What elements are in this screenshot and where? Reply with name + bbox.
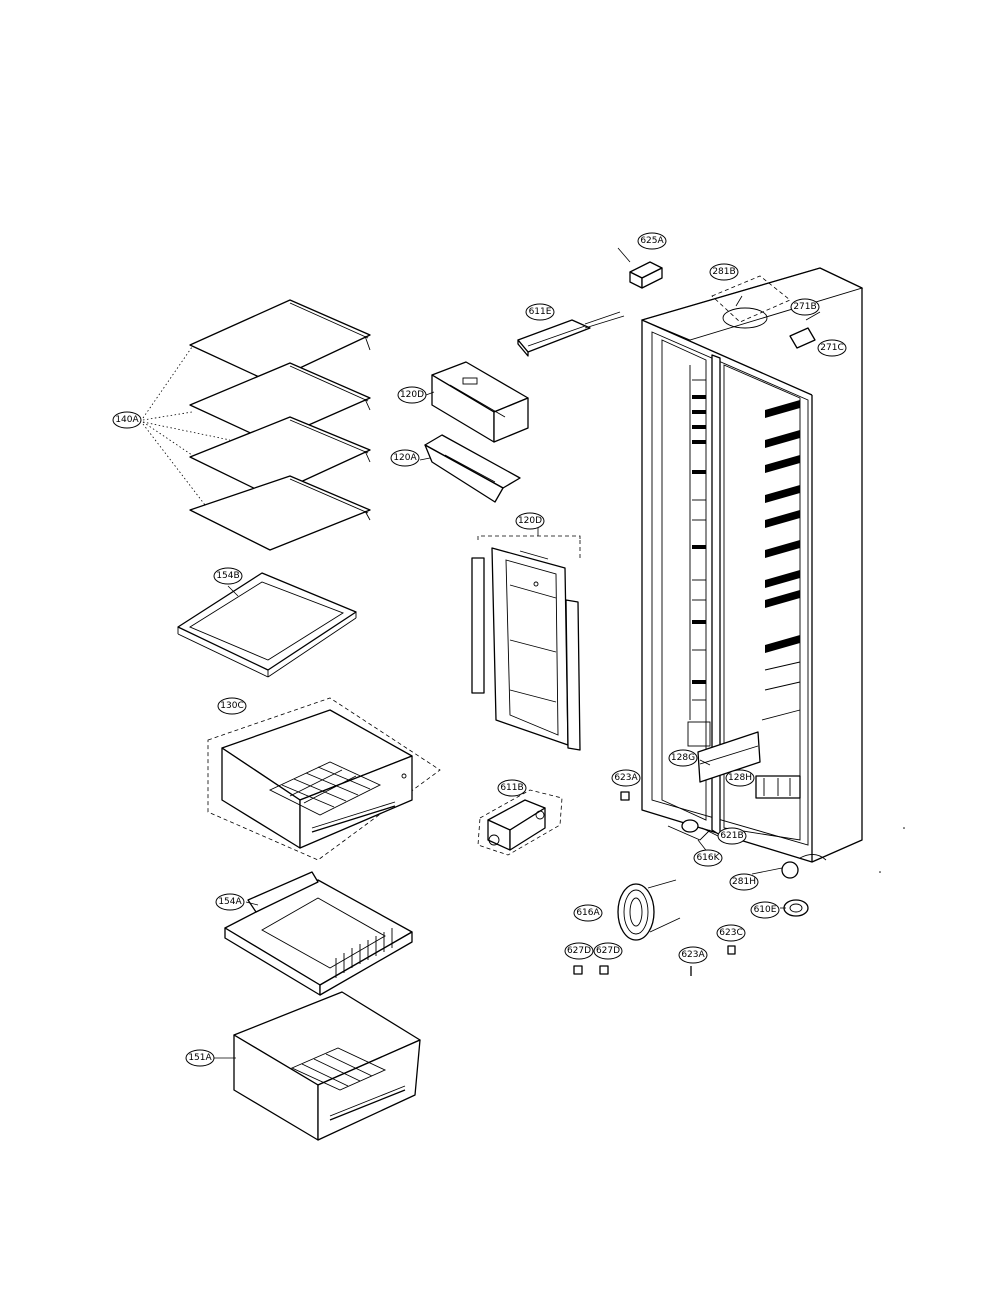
callout-label: 271C (820, 343, 843, 353)
glass-shelf (189, 416, 371, 497)
control-housing-120d (431, 361, 529, 443)
callout-label: 281H (732, 877, 756, 887)
glass-shelf (189, 299, 371, 383)
callout-label: 281B (712, 267, 735, 277)
callout-154a: 154A (215, 893, 245, 911)
callout-281b: 281B (709, 263, 739, 281)
callout-627d-left: 627D (564, 942, 594, 960)
cover-120a (424, 434, 521, 503)
clip-623c (727, 945, 736, 955)
callout-616k: 616K (693, 849, 723, 867)
scan-dot (879, 871, 881, 873)
callout-281h: 281H (729, 873, 759, 891)
fresh-food-rails (761, 400, 801, 721)
callout-label: 610E (754, 905, 777, 915)
drawer-cover-154a (224, 871, 413, 996)
callout-611e: 611E (525, 303, 555, 321)
clip-627d-left (573, 965, 583, 975)
crisper-drawer-130c (207, 697, 441, 861)
callout-label: 140A (115, 415, 139, 425)
tubing-coil-616a (617, 879, 681, 941)
callout-140a: 140A (112, 411, 142, 429)
callout-130c: 130C (217, 697, 247, 715)
callout-label: 623C (719, 928, 742, 938)
callout-label: 611B (500, 783, 523, 793)
callout-label: 154B (216, 571, 239, 581)
glass-shelves-group (142, 299, 371, 551)
drawer-grid (281, 766, 371, 808)
callout-label: 120A (393, 453, 417, 463)
scan-dot (903, 827, 905, 829)
callout-label: 625A (640, 236, 664, 246)
callout-120a: 120A (390, 449, 420, 467)
freezer-rails (687, 365, 711, 747)
callout-623c: 623C (716, 924, 746, 942)
callout-label: 120D (400, 390, 424, 400)
callout-label: 128H (728, 773, 752, 783)
callout-label: 611E (529, 307, 552, 317)
callout-label: 627D (567, 946, 591, 956)
bracket-625a (617, 247, 663, 289)
callout-label: 271B (793, 302, 816, 312)
callout-120d-top: 120D (397, 386, 427, 404)
callout-label: 130C (220, 701, 243, 711)
callout-616a: 616A (573, 904, 603, 922)
fitting-610e (783, 899, 809, 917)
bottom-rails-128g-128h (697, 731, 801, 799)
callout-label: 623A (681, 950, 705, 960)
callout-623a-top: 623A (611, 769, 641, 787)
clip-623a (620, 791, 630, 801)
callout-611b: 611B (497, 779, 527, 797)
callout-label: 151A (188, 1053, 212, 1063)
glass-shelf (189, 362, 371, 443)
callout-label: 616A (576, 908, 600, 918)
callout-151a: 151A (185, 1049, 215, 1067)
crisper-drawer-151a (233, 991, 421, 1141)
callout-label: 128G (671, 753, 695, 763)
callout-271c: 271C (817, 339, 847, 357)
shelf-frame-154b (177, 572, 357, 678)
callout-128h: 128H (725, 769, 755, 787)
callout-label: 616K (696, 853, 720, 863)
cover-vent-slots (335, 928, 393, 978)
callout-label: 621B (720, 831, 743, 841)
water-valve-611b (477, 789, 563, 856)
callout-label: 623A (614, 773, 638, 783)
tube-fitting-611e (517, 311, 625, 357)
callout-128g: 128G (668, 749, 698, 767)
glass-shelf (189, 475, 371, 551)
callout-120d-panel: 120D (515, 512, 545, 530)
callout-label: 154A (218, 897, 242, 907)
callout-154b: 154B (213, 567, 243, 585)
callout-label: 627D (596, 946, 620, 956)
callout-271b: 271B (790, 298, 820, 316)
callout-621b: 621B (717, 827, 747, 845)
air-duct-panel-120d (471, 535, 581, 751)
callout-627d-right: 627D (593, 942, 623, 960)
callout-label: 120D (518, 516, 542, 526)
refrigerator-cabinet (640, 267, 864, 879)
part-callouts: 625A 281B 611E 271B 271C 140A 120D 120A … (112, 232, 847, 1067)
callout-623a-bottom: 623A (678, 946, 708, 964)
clip-627d-right (599, 965, 609, 975)
callout-625a: 625A (637, 232, 667, 250)
callout-610e: 610E (750, 901, 780, 919)
